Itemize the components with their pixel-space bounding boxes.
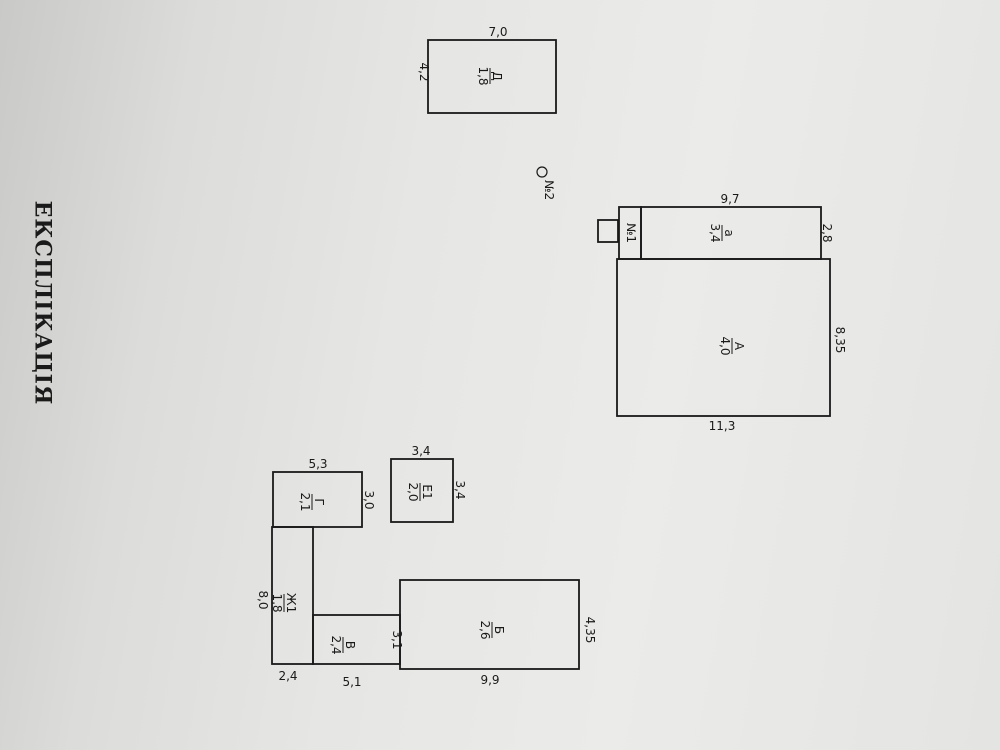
well: №2 [536, 166, 556, 200]
building-a-small: №1 9,7 2,8 а 3,4 [597, 192, 834, 260]
building-e1-outline [390, 458, 454, 523]
building-g-dim-side: 3,0 [362, 490, 376, 509]
building-v-height: 2,4 [329, 635, 343, 654]
building-d-dim-top: 7,0 [488, 25, 507, 39]
building-v-outline [312, 614, 401, 665]
building-e1-letter: Е1 [420, 484, 434, 499]
building-d: 7,0 4,2 Д 1,8 [417, 25, 557, 114]
building-b-letter: Б [492, 626, 506, 634]
building-a-main-outline [616, 258, 831, 417]
building-zh1-outline [271, 526, 314, 665]
building-g-outline [272, 471, 363, 528]
building-a-small-dim-top: 9,7 [720, 192, 739, 206]
building-a-main-dim-side: 8,35 [833, 327, 847, 354]
building-d-dim-side: 4,2 [417, 62, 431, 81]
building-d-outline [427, 39, 557, 114]
building-a-main: 8,35 11,3 А 4,0 [616, 258, 847, 433]
building-zh1-dim-bottom: 2,4 [278, 669, 297, 683]
porch-step [597, 219, 619, 243]
building-e1-dim-side: 3,4 [453, 480, 467, 499]
building-v: 3,1 5,1 В 2,4 [312, 614, 404, 689]
building-zh1-height: 1,8 [270, 593, 284, 612]
building-g-dim-top: 5,3 [308, 457, 327, 471]
building-d-letter: Д [490, 71, 504, 80]
building-v-dim-bottom: 5,1 [342, 675, 361, 689]
building-zh1: 8,0 2,4 Ж1 1,8 [256, 526, 314, 683]
building-e1: 3,4 3,4 Е1 2,0 [390, 444, 467, 523]
building-e1-dim-top: 3,4 [411, 444, 430, 458]
building-e1-height: 2,0 [406, 482, 420, 501]
building-a-small-dim-side: 2,8 [820, 223, 834, 242]
well-circle-icon [536, 166, 548, 178]
building-g: 5,3 3,0 Г 2,1 [272, 457, 376, 528]
building-v-dim-side: 3,1 [390, 630, 404, 649]
building-a-small-letter: а [722, 229, 736, 236]
building-a-main-height: 4,0 [718, 336, 732, 355]
building-zh1-dim-left: 8,0 [256, 590, 270, 609]
building-a-main-letter: А [732, 342, 746, 351]
building-a-small-height: 3,4 [708, 223, 722, 242]
building-a-main-dim-bottom: 11,3 [709, 419, 736, 433]
building-b-outline [399, 579, 580, 670]
building-zh1-letter: Ж1 [284, 593, 298, 614]
building-b-dim-side: 4,35 [583, 617, 597, 644]
building-b-height: 2,6 [478, 620, 492, 639]
building-g-letter: Г [312, 498, 326, 505]
building-d-height: 1,8 [476, 66, 490, 85]
building-b: 4,35 9,9 Б 2,6 [399, 579, 597, 687]
well-label: №2 [542, 180, 556, 200]
building-g-height: 2,1 [298, 492, 312, 511]
building-b-dim-bottom: 9,9 [480, 673, 499, 687]
porch-label: №1 [624, 223, 638, 243]
building-v-letter: В [343, 641, 357, 649]
